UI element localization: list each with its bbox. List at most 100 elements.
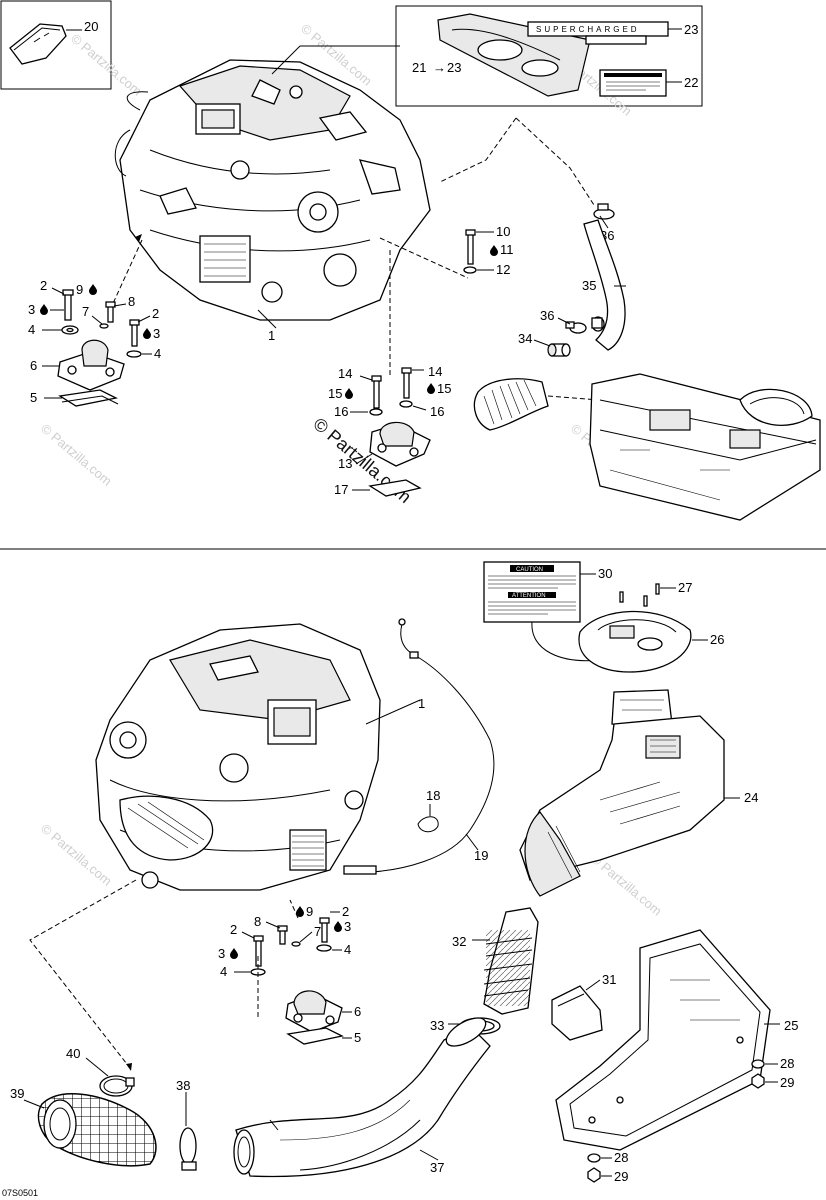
part-23-supercharged-decal: SUPERCHARGED (527, 21, 682, 45)
droplet-icon (40, 304, 48, 315)
callout-22: 22 (684, 75, 698, 90)
callout-40: 40 (66, 1046, 80, 1061)
watermark: © Partzilla.com (588, 851, 665, 919)
callout-1: 1 (268, 328, 275, 343)
callout-4b: 4 (154, 346, 161, 361)
part-16-washer-left (369, 408, 383, 416)
callout-36b: 36 (540, 308, 554, 323)
part-32-intake-top (473, 378, 549, 431)
part-16-washer-right (399, 400, 413, 408)
part-2-bolt-bottom-left (253, 935, 264, 967)
watermark: © Partzilla.com (38, 821, 115, 889)
callout-5: 5 (30, 390, 37, 405)
watermark: © Partzilla.com (38, 421, 115, 489)
part-22-warning-decal (599, 69, 682, 97)
inset-box-decals (395, 5, 703, 107)
part-29-nut-lower (587, 1167, 601, 1183)
callout-25: 25 (784, 1018, 798, 1033)
part-8-bolt-bottom (277, 925, 288, 945)
callout-1b: 1 (418, 696, 425, 711)
part-7-washer-bottom (291, 941, 301, 947)
callout-3d: 3 (344, 919, 351, 934)
callout-17: 17 (334, 482, 348, 497)
callout-38: 38 (176, 1078, 190, 1093)
part-1-engine-top (114, 59, 431, 321)
arrow-icon: → (433, 60, 446, 75)
part-30-caution-decal: CAUTION ATTENTION (483, 561, 581, 623)
part-24-airbox-top (589, 373, 821, 521)
supercharged-text: SUPERCHARGED (536, 25, 640, 34)
callout-37: 37 (430, 1160, 444, 1175)
part-36-clamp-lower (565, 321, 587, 334)
part-28-grommet-upper (751, 1059, 765, 1069)
callout-33: 33 (430, 1018, 444, 1033)
part-32-intake-boot (483, 907, 539, 1015)
droplet-icon (427, 383, 435, 394)
callout-23b: 23 (447, 60, 461, 75)
watermark: © Partzilla.com (68, 31, 145, 99)
callout-2: 2 (40, 278, 47, 293)
part-36-clamp-upper (593, 203, 615, 220)
callout-20: 20 (84, 19, 98, 34)
part-20-cover (9, 23, 82, 65)
callout-5b: 5 (354, 1030, 361, 1045)
callout-15b: 15 (437, 381, 451, 396)
callout-26: 26 (710, 632, 724, 647)
callout-35: 35 (582, 278, 596, 293)
part-2-bolt-right (129, 319, 140, 347)
callout-8b: 8 (254, 914, 261, 929)
callout-32: 32 (452, 934, 466, 949)
part-27-screws (619, 583, 660, 607)
part-31-cover (551, 985, 603, 1041)
callout-16: 16 (334, 404, 348, 419)
callout-9: 9 (76, 282, 83, 297)
part-7-washer (99, 323, 109, 329)
droplet-icon (143, 328, 151, 339)
part-35-hose (583, 219, 626, 351)
callout-3: 3 (28, 302, 35, 317)
callout-27: 27 (678, 580, 692, 595)
callout-4c: 4 (220, 964, 227, 979)
diagram-code: 07S0501 (2, 1188, 38, 1198)
callout-9b: 9 (306, 904, 313, 919)
part-37-intake-tube (233, 1017, 491, 1178)
callout-30: 30 (598, 566, 612, 581)
callout-12: 12 (496, 262, 510, 277)
part-6-engine-mount (57, 339, 125, 391)
callout-6b: 6 (354, 1004, 361, 1019)
callout-16b: 16 (430, 404, 444, 419)
callout-34: 34 (518, 331, 532, 346)
callout-13: 13 (338, 456, 352, 471)
callout-2c: 2 (230, 922, 237, 937)
part-39-intake-boot (37, 1093, 157, 1167)
droplet-icon (230, 948, 238, 959)
part-40-clamp (99, 1075, 135, 1097)
part-25-tray (555, 929, 771, 1151)
droplet-icon (89, 284, 97, 295)
callout-7: 7 (82, 304, 89, 319)
callout-39: 39 (10, 1086, 24, 1101)
callout-31: 31 (602, 972, 616, 987)
part-10-bolt (465, 229, 476, 265)
caution-heading: CAUTION (516, 567, 543, 573)
part-14-bolt-right (401, 367, 412, 399)
part-14-bolt-left (371, 375, 382, 409)
callout-7b: 7 (314, 924, 321, 939)
callout-3c: 3 (218, 946, 225, 961)
part-13-center-mount (369, 421, 431, 467)
guide-line (109, 239, 143, 311)
inset-box-cover (0, 0, 112, 90)
part-5-shim (58, 389, 119, 407)
part-2-bolt-left (62, 289, 74, 321)
attention-heading: ATTENTION (512, 593, 546, 599)
callout-21: 21 (412, 60, 426, 75)
callout-6: 6 (30, 358, 37, 373)
part-24-airbox (519, 689, 725, 897)
part-8-bolt (105, 301, 116, 323)
part-6-engine-mount-bottom (285, 990, 343, 1033)
part-18-cable-tie (417, 816, 439, 833)
callout-8: 8 (128, 294, 135, 309)
callout-2d: 2 (342, 904, 349, 919)
callout-4: 4 (28, 322, 35, 337)
